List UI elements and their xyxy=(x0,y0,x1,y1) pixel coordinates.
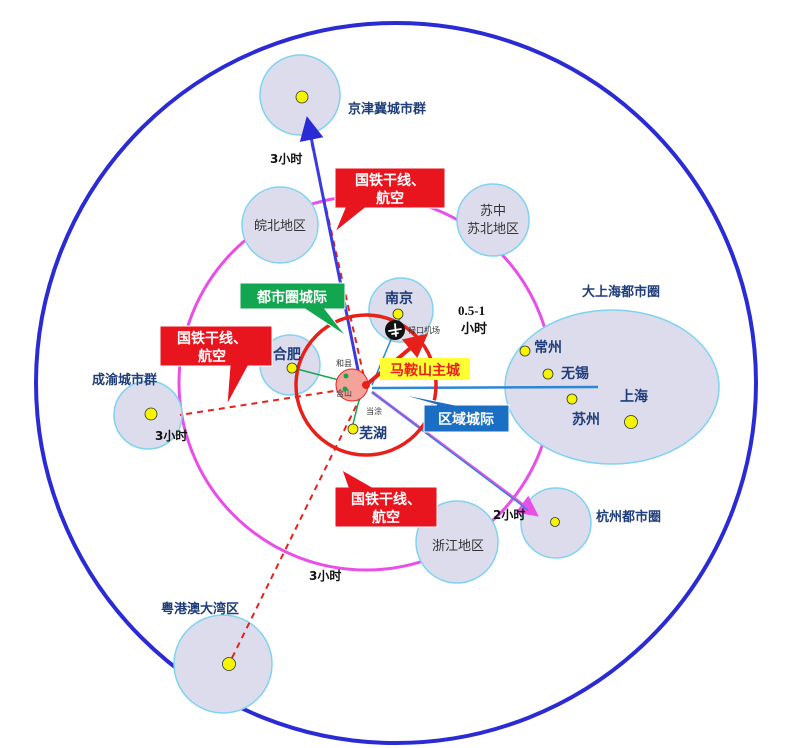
callout-rail-air-top-line1: 国铁干线、 xyxy=(355,172,425,189)
node-hangzhou xyxy=(550,517,560,527)
route-south-dashed xyxy=(228,385,367,665)
route-west-dashed xyxy=(179,385,367,416)
route-regional-hangzhou xyxy=(371,391,529,511)
label-lukou-airport: 禄口机场 xyxy=(408,325,440,335)
callout-rail-air-bottom-line2: 航空 xyxy=(372,509,400,526)
time-west: 3小时 xyxy=(155,428,187,443)
label-chengyu: 成渝城市群 xyxy=(92,372,157,388)
hanshan-dot xyxy=(342,386,348,392)
node-nanjing xyxy=(392,308,404,320)
maanshan-label: 马鞍山主城 xyxy=(390,362,460,379)
inner-ring-1h xyxy=(294,313,438,457)
time-south: 3小时 xyxy=(309,568,341,583)
node-suzhou xyxy=(566,393,578,405)
time-nanjing-unit: 小时 xyxy=(461,321,487,337)
label-subei-line1: 苏中 xyxy=(480,203,506,219)
node-jingjinji xyxy=(295,90,309,104)
label-zhejiang: 浙江地区 xyxy=(432,539,484,554)
callout-rail-air-left: 国铁干线、 航空 xyxy=(159,325,273,406)
callout-rail-air-bottom-line1: 国铁干线、 xyxy=(351,491,421,508)
label-shanghai: 上海 xyxy=(620,388,648,405)
callout-rail-air-top-line2: 航空 xyxy=(376,190,404,207)
label-hefei: 合肥 xyxy=(273,346,301,363)
node-changzhou xyxy=(519,345,531,357)
maanshan-center-dot xyxy=(362,381,370,389)
callout-regional-intercity-text: 区域城际 xyxy=(438,411,494,428)
label-suzhou: 苏州 xyxy=(572,411,600,428)
label-jingjinji: 京津冀城市群 xyxy=(348,101,426,117)
region-subei-bubble xyxy=(456,183,530,257)
route-regional-shanghai xyxy=(371,385,599,390)
callout-metro-intercity: 都市圈城际 xyxy=(239,282,347,337)
outer-ring-3h xyxy=(34,21,758,745)
time-north: 3小时 xyxy=(270,151,302,166)
label-subei-line2: 苏北地区 xyxy=(467,221,519,237)
label-hexian: 和县 xyxy=(336,359,352,368)
region-wanbei-bubble xyxy=(241,186,319,264)
node-wuhu xyxy=(347,423,359,435)
label-wanbei: 皖北地区 xyxy=(254,219,306,234)
label-gba: 粤港澳大湾区 xyxy=(161,601,239,617)
hexian-dot xyxy=(343,373,349,379)
label-hanshan: 含山 xyxy=(336,388,352,398)
label-nanjing: 南京 xyxy=(385,290,413,307)
label-changzhou: 常州 xyxy=(534,339,562,356)
airport-icon xyxy=(385,320,405,340)
time-hangzhou: 2小时 xyxy=(493,507,525,522)
callout-rail-air-left-line1: 国铁干线、 xyxy=(177,330,247,347)
time-nanjing-range: 0.5-1 xyxy=(458,303,485,318)
node-chengyu xyxy=(144,407,158,421)
callout-rail-air-bottom: 国铁干线、 航空 xyxy=(334,468,438,528)
callout-rail-air-top: 国铁干线、 航空 xyxy=(334,167,446,233)
node-shanghai xyxy=(624,415,638,429)
label-wuhu: 芜湖 xyxy=(359,425,387,442)
label-hangzhou: 杭州都市圈 xyxy=(596,509,661,525)
route-north-arrow xyxy=(299,116,362,381)
label-dangtu: 当涂 xyxy=(366,406,382,416)
node-wuxi xyxy=(542,368,554,380)
node-hefei xyxy=(286,362,298,374)
callout-rail-air-left-line2: 航空 xyxy=(198,348,226,365)
label-wuxi: 无锡 xyxy=(560,365,589,382)
node-gba xyxy=(222,657,236,671)
callout-metro-intercity-text: 都市圈城际 xyxy=(256,289,327,306)
callout-regional-intercity: 区域城际 xyxy=(395,392,510,433)
label-shanghai-metro: 大上海都市圈 xyxy=(582,284,660,300)
maanshan-label-bg xyxy=(380,358,470,380)
